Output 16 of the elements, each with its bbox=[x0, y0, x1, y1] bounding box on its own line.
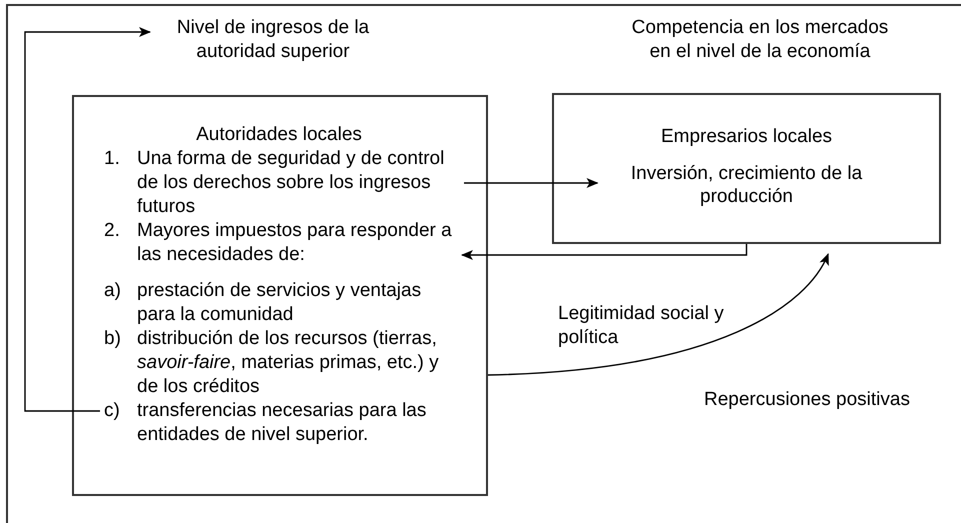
arrow bbox=[488, 253, 829, 376]
list-item: 2. Mayores impuestos para responder a las necesidades de: bbox=[104, 219, 454, 267]
annotation-text: Competencia en los mercados en el nivel de la economía bbox=[630, 16, 890, 64]
box-text: Inversión, crecimiento de la producción bbox=[630, 162, 864, 208]
annotation-text: Repercusiones positivas bbox=[704, 388, 911, 412]
process-box bbox=[552, 93, 941, 244]
process-box bbox=[72, 95, 488, 496]
annotation-text: Legitimidad social y política bbox=[558, 302, 725, 350]
list-item: 1. Una forma de seguridad y de control de los derechos sobre los ingresos futuros bbox=[104, 147, 454, 219]
arrow bbox=[464, 178, 598, 188]
node-text: Nivel de ingresos de la autoridad superior bbox=[158, 16, 388, 64]
list-item: c) transferencias necesarias para las entidades de nivel superior. bbox=[104, 399, 454, 447]
box-heading: Empresarios locales bbox=[660, 125, 832, 148]
arrow bbox=[24, 27, 151, 412]
arrow bbox=[461, 244, 748, 260]
box-heading: Autoridades locales bbox=[195, 123, 363, 147]
